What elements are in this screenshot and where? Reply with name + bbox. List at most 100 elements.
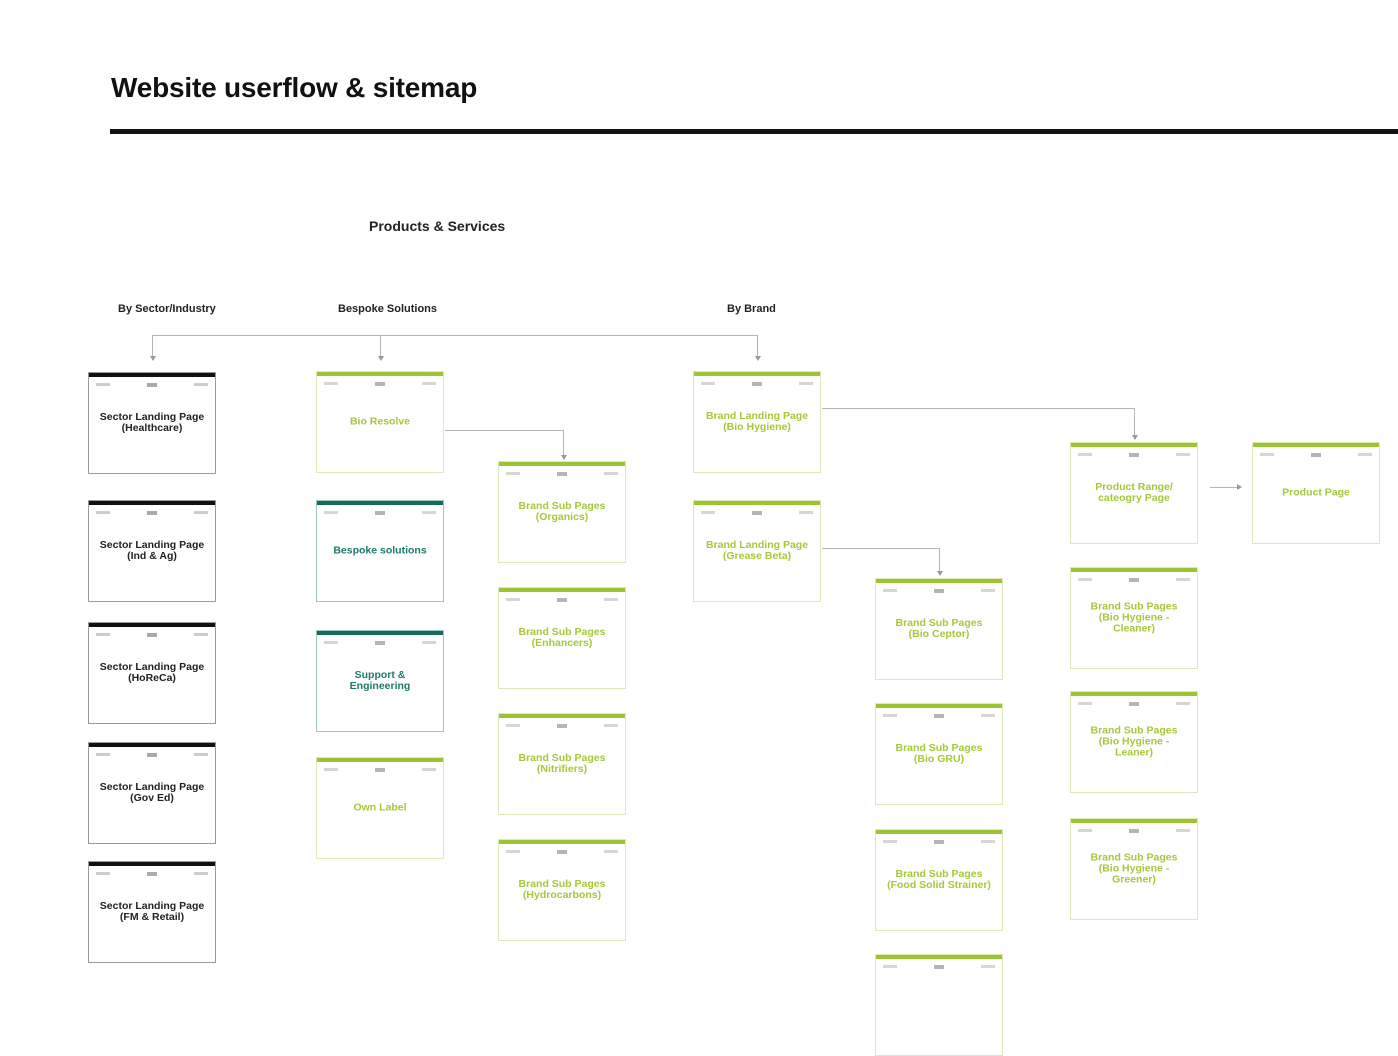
sub-page-bio-gru[interactable]: Brand Sub Pages (Bio GRU) — [875, 703, 1003, 805]
page-nav — [701, 511, 813, 515]
connector-drop-sector — [152, 335, 153, 357]
page-header-bar — [317, 372, 443, 376]
sector-page-horeca[interactable]: Sector Landing Page (HoReCa) — [88, 622, 216, 724]
page-label: Brand Landing Page (Grease Beta) — [705, 539, 809, 562]
sub-page-food-solid-strainer[interactable]: Brand Sub Pages (Food Solid Strainer) — [875, 829, 1003, 931]
bespoke-page-bio-resolve[interactable]: Bio Resolve — [316, 371, 444, 473]
page-header-bar — [876, 704, 1002, 708]
arrow-down-icon — [561, 455, 567, 460]
page-header-bar — [317, 501, 443, 505]
page-nav — [324, 641, 436, 645]
product-page[interactable]: Product Page — [1252, 442, 1380, 544]
product-range-page[interactable]: Product Range/ cateogry Page — [1070, 442, 1198, 544]
brand-page-grease-beta[interactable]: Brand Landing Page (Grease Beta) — [693, 500, 821, 602]
page-nav — [324, 382, 436, 386]
page-header-bar — [89, 862, 215, 866]
page-nav — [96, 633, 208, 637]
page-label: Brand Sub Pages (Bio Ceptor) — [895, 617, 983, 640]
page-nav — [324, 511, 436, 515]
sector-page-ind-ag[interactable]: Sector Landing Page (Ind & Ag) — [88, 500, 216, 602]
page-header-bar — [876, 830, 1002, 834]
page-nav — [506, 472, 618, 476]
page-nav — [324, 768, 436, 772]
sub-page-bio-hygiene-leaner[interactable]: Brand Sub Pages (Bio Hygiene - Leaner) — [1070, 691, 1198, 793]
page-label: Brand Sub Pages (Nitrifiers) — [518, 752, 606, 775]
page-nav — [1078, 829, 1190, 833]
page-label: Sector Landing Page (Healthcare) — [99, 411, 205, 434]
page-header-bar — [89, 373, 215, 377]
page-nav — [96, 872, 208, 876]
page-label: Bespoke solutions — [333, 544, 427, 557]
page-header-bar — [499, 840, 625, 844]
page-header-bar — [876, 955, 1002, 959]
bespoke-page-own-label[interactable]: Own Label — [316, 757, 444, 859]
sub-page-bio-hygiene-greener[interactable]: Brand Sub Pages (Bio Hygiene - Greener) — [1070, 818, 1198, 920]
brand-page-bio-hygiene[interactable]: Brand Landing Page (Bio Hygiene) — [693, 371, 821, 473]
sector-page-gov-ed[interactable]: Sector Landing Page (Gov Ed) — [88, 742, 216, 844]
sub-page-bio-hygiene-cleaner[interactable]: Brand Sub Pages (Bio Hygiene - Cleaner) — [1070, 567, 1198, 669]
page-label: Sector Landing Page (FM & Retail) — [99, 900, 205, 923]
page-header-bar — [1071, 443, 1197, 447]
page-header-bar — [499, 714, 625, 718]
page-label: Brand Sub Pages (Organics) — [518, 500, 606, 523]
page-header-bar — [499, 462, 625, 466]
page-nav — [1078, 578, 1190, 582]
bespoke-page-support-engineering[interactable]: Support & Engineering — [316, 630, 444, 732]
section-heading: Products & Services — [369, 218, 506, 234]
page-label: Brand Sub Pages (Bio Hygiene - Greener) — [1090, 851, 1178, 886]
arrow-down-icon — [378, 356, 384, 361]
sector-page-fm-retail[interactable]: Sector Landing Page (FM & Retail) — [88, 861, 216, 963]
sub-page-nitrifiers[interactable]: Brand Sub Pages (Nitrifiers) — [498, 713, 626, 815]
sub-page-unlabeled[interactable] — [875, 954, 1003, 1056]
sub-page-bio-ceptor[interactable]: Brand Sub Pages (Bio Ceptor) — [875, 578, 1003, 680]
page-label: Product Range/ cateogry Page — [1095, 481, 1173, 504]
page-label: Sector Landing Page (HoReCa) — [99, 661, 205, 684]
page-header-bar — [499, 588, 625, 592]
arrow-down-icon — [937, 571, 943, 576]
bespoke-page-bespoke-solutions[interactable]: Bespoke solutions — [316, 500, 444, 602]
page-header-bar — [694, 501, 820, 505]
category-bespoke: Bespoke Solutions — [338, 303, 438, 315]
page-label: Brand Sub Pages (Bio GRU) — [895, 742, 983, 765]
page-label: Brand Sub Pages (Food Solid Strainer) — [887, 868, 991, 891]
connector-grease-beta-drop — [939, 548, 940, 572]
page-nav — [1260, 453, 1372, 457]
page-label: Brand Sub Pages (Bio Hygiene - Leaner) — [1090, 724, 1178, 759]
arrow-down-icon — [1132, 435, 1138, 440]
page-nav — [883, 840, 995, 844]
arrow-down-icon — [755, 356, 761, 361]
page-label: Own Label — [353, 801, 407, 814]
page-nav — [506, 724, 618, 728]
page-header-bar — [1253, 443, 1379, 447]
page-header-bar — [89, 623, 215, 627]
connector-horizontal — [152, 335, 758, 336]
page-label: Brand Sub Pages (Enhancers) — [518, 626, 606, 649]
page-nav — [96, 753, 208, 757]
page-title: Website userflow & sitemap — [111, 72, 478, 103]
arrow-down-icon — [150, 356, 156, 361]
page-nav — [1078, 702, 1190, 706]
sub-page-enhancers[interactable]: Brand Sub Pages (Enhancers) — [498, 587, 626, 689]
sub-page-hydrocarbons[interactable]: Brand Sub Pages (Hydrocarbons) — [498, 839, 626, 941]
page-label: Sector Landing Page (Gov Ed) — [99, 781, 205, 804]
page-label: Sector Landing Page (Ind & Ag) — [99, 539, 205, 562]
page-header-bar — [1071, 819, 1197, 823]
page-header-bar — [876, 579, 1002, 583]
page-label: Brand Sub Pages (Hydrocarbons) — [518, 878, 606, 901]
title-divider — [110, 129, 1398, 134]
page-header-bar — [317, 758, 443, 762]
sector-page-healthcare[interactable]: Sector Landing Page (Healthcare) — [88, 372, 216, 474]
page-label: Support & Engineering — [349, 669, 411, 692]
connector-bio-hygiene-drop — [1134, 408, 1135, 436]
page-header-bar — [89, 501, 215, 505]
page-nav — [883, 589, 995, 593]
connector-drop-bespoke — [380, 335, 381, 357]
sub-page-organics[interactable]: Brand Sub Pages (Organics) — [498, 461, 626, 563]
page-label: Product Page — [1282, 486, 1350, 499]
page-nav — [883, 714, 995, 718]
page-nav — [506, 850, 618, 854]
connector-bio-resolve — [445, 430, 563, 431]
page-header-bar — [317, 631, 443, 635]
page-nav — [883, 965, 995, 969]
connector-bio-hygiene — [822, 408, 1135, 409]
